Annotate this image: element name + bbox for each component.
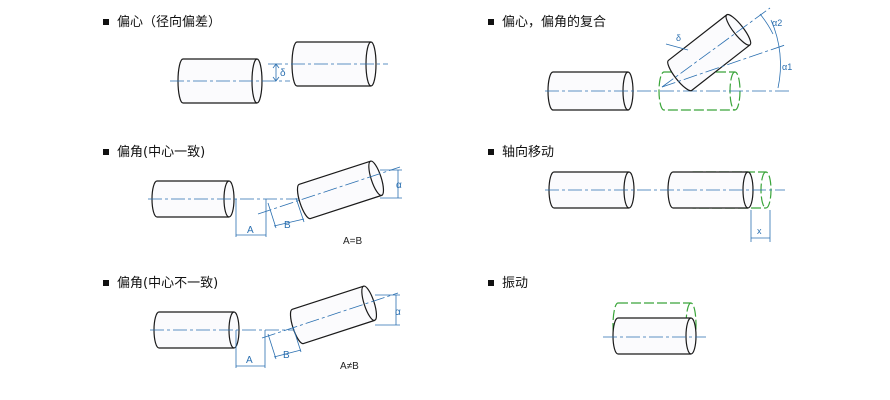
dimension-lines [235, 294, 400, 368]
centerline-tilted [257, 166, 401, 215]
delta-label: δ [676, 33, 681, 43]
alpha-label: α [395, 307, 401, 318]
offset-dimension [272, 63, 280, 82]
centerline-tilted-extension [661, 44, 786, 88]
inequality-label: A≠B [340, 361, 359, 372]
b-label: B [283, 350, 290, 361]
x-label: x [757, 226, 762, 236]
a-label: A [247, 225, 254, 236]
a-label: A [246, 355, 253, 366]
b-label: B [284, 220, 291, 231]
heading-bullet [488, 18, 494, 25]
x-dimension [750, 210, 771, 242]
shaft-left [547, 71, 634, 111]
heading-axial: 轴向移动 [488, 141, 554, 160]
heading-vibration: 振动 [488, 272, 528, 291]
heading-text: 偏心，偏角的复合 [502, 15, 607, 30]
shaft-tilted [289, 285, 378, 345]
delta-label: δ [280, 68, 286, 79]
centerline-tilted [261, 292, 399, 339]
heading-radial-offset: 偏心（径向偏差） [103, 11, 221, 30]
heading-bullet [488, 148, 494, 155]
delta-dimension [665, 43, 689, 51]
shaft-tilted [296, 160, 385, 220]
alpha-label: α [396, 180, 402, 191]
heading-bullet [103, 18, 109, 25]
heading-bullet [103, 279, 109, 286]
heading-text: 偏角(中心不一致) [117, 276, 219, 291]
heading-text: 振动 [502, 276, 529, 291]
heading-text: 偏角(中心一致) [117, 145, 206, 160]
centerline-tilted [661, 7, 771, 88]
heading-text: 偏心（径向偏差） [117, 15, 222, 30]
alpha2-label: α2 [772, 18, 782, 28]
shaft [612, 317, 697, 355]
heading-angular-aligned: 偏角(中心一致) [103, 141, 205, 160]
heading-bullet [103, 148, 109, 155]
heading-bullet [488, 279, 494, 286]
heading-text: 轴向移动 [502, 145, 555, 160]
heading-combined: 偏心，偏角的复合 [488, 11, 606, 30]
heading-angular-offset: 偏角(中心不一致) [103, 272, 218, 291]
angle-arcs [759, 13, 781, 89]
alpha1-label: α1 [782, 62, 792, 72]
dimension-lines [235, 169, 402, 237]
equality-label: A=B [343, 236, 363, 247]
